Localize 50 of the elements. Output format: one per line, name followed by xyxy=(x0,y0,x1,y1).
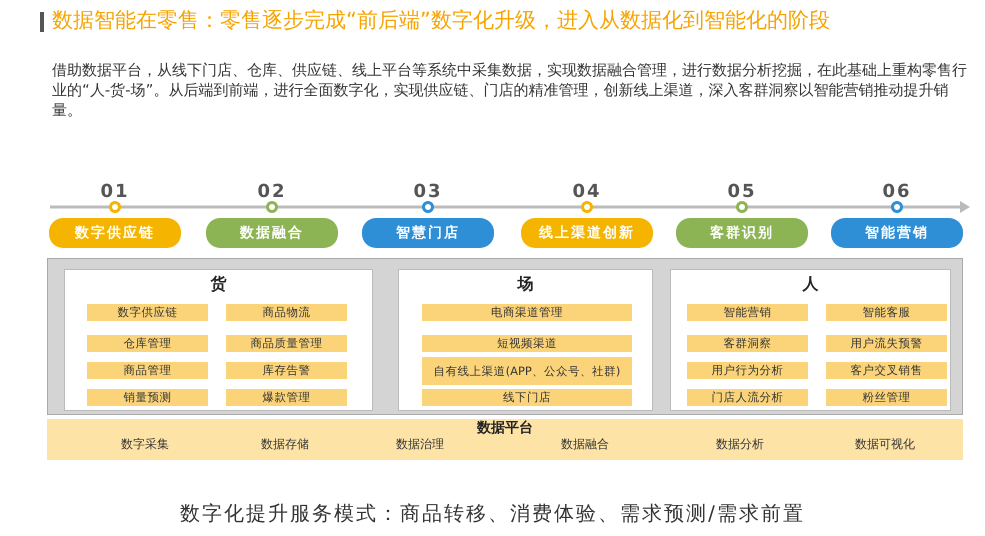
function-tag: 数字供应链 xyxy=(87,304,208,321)
function-tag: 用户流失预警 xyxy=(826,335,947,352)
platform-function: 数字采集 xyxy=(95,436,195,453)
category-panel xyxy=(398,269,653,411)
step-number: 05 xyxy=(726,181,758,202)
stage-label: 数字供应链 xyxy=(49,218,181,248)
step-number: 06 xyxy=(881,181,913,202)
function-tag: 商品物流 xyxy=(226,304,347,321)
platform-function: 数据融合 xyxy=(535,436,635,453)
stage-label: 客群识别 xyxy=(676,218,808,248)
function-tag: 商品质量管理 xyxy=(226,335,347,352)
intro-paragraph: 借助数据平台，从线下门店、仓库、供应链、线上平台等系统中采集数据，实现数据融合管理，进行数据分析挖掘，在此基础上重构零售行业的“人-货-场”。从后端到前端，进行全面数字化，实现供应链、门店的精准管理，创新线上渠道，深入客群洞察以智能营销推动提升销量。 xyxy=(52,60,968,120)
function-tag: 仓库管理 xyxy=(87,335,208,352)
category-panel xyxy=(670,269,951,411)
platform-function: 数据可视化 xyxy=(835,436,935,453)
step-number: 01 xyxy=(99,181,131,202)
function-tag: 销量预测 xyxy=(87,389,208,406)
panel-background xyxy=(47,258,963,415)
function-tag: 线下门店 xyxy=(422,389,632,406)
function-tag: 智能客服 xyxy=(826,304,947,321)
function-tag: 客户交叉销售 xyxy=(826,362,947,379)
stage-label: 数据融合 xyxy=(206,218,338,248)
stage-label: 智能营销 xyxy=(831,218,963,248)
function-tag: 用户行为分析 xyxy=(687,362,808,379)
panel-heading: 场 xyxy=(516,274,534,295)
function-tag: 库存告警 xyxy=(226,362,347,379)
data-platform-band xyxy=(47,419,963,460)
step-number: 04 xyxy=(571,181,603,202)
function-tag: 商品管理 xyxy=(87,362,208,379)
function-tag: 粉丝管理 xyxy=(826,389,947,406)
stage-label: 线上渠道创新 xyxy=(521,218,653,248)
panel-heading: 人 xyxy=(801,274,820,295)
stage-label: 智慧门店 xyxy=(362,218,494,248)
panel-heading: 数据平台 xyxy=(476,419,534,437)
function-tag: 短视频渠道 xyxy=(422,335,632,352)
function-tag: 爆款管理 xyxy=(226,389,347,406)
panel-heading: 货 xyxy=(210,274,228,295)
function-tag: 智能营销 xyxy=(687,304,808,321)
title: 数据智能在零售：零售逐步完成“前后端”数字化升级，进入从数据化到智能化的阶段 xyxy=(52,7,830,34)
function-tag: 电商渠道管理 xyxy=(422,304,632,321)
step-number: 03 xyxy=(412,181,444,202)
function-tag: 自有线上渠道(APP、公众号、社群) xyxy=(422,357,632,385)
platform-function: 数据存储 xyxy=(235,436,335,453)
step-number: 02 xyxy=(256,181,288,202)
function-tag: 门店人流分析 xyxy=(687,389,808,406)
function-tag: 客群洞察 xyxy=(687,335,808,352)
caption: 数字化提升服务模式：商品转移、消费体验、需求预测/需求前置 xyxy=(179,500,806,527)
category-panel xyxy=(64,269,373,411)
platform-function: 数据分析 xyxy=(690,436,790,453)
platform-function: 数据治理 xyxy=(370,436,470,453)
